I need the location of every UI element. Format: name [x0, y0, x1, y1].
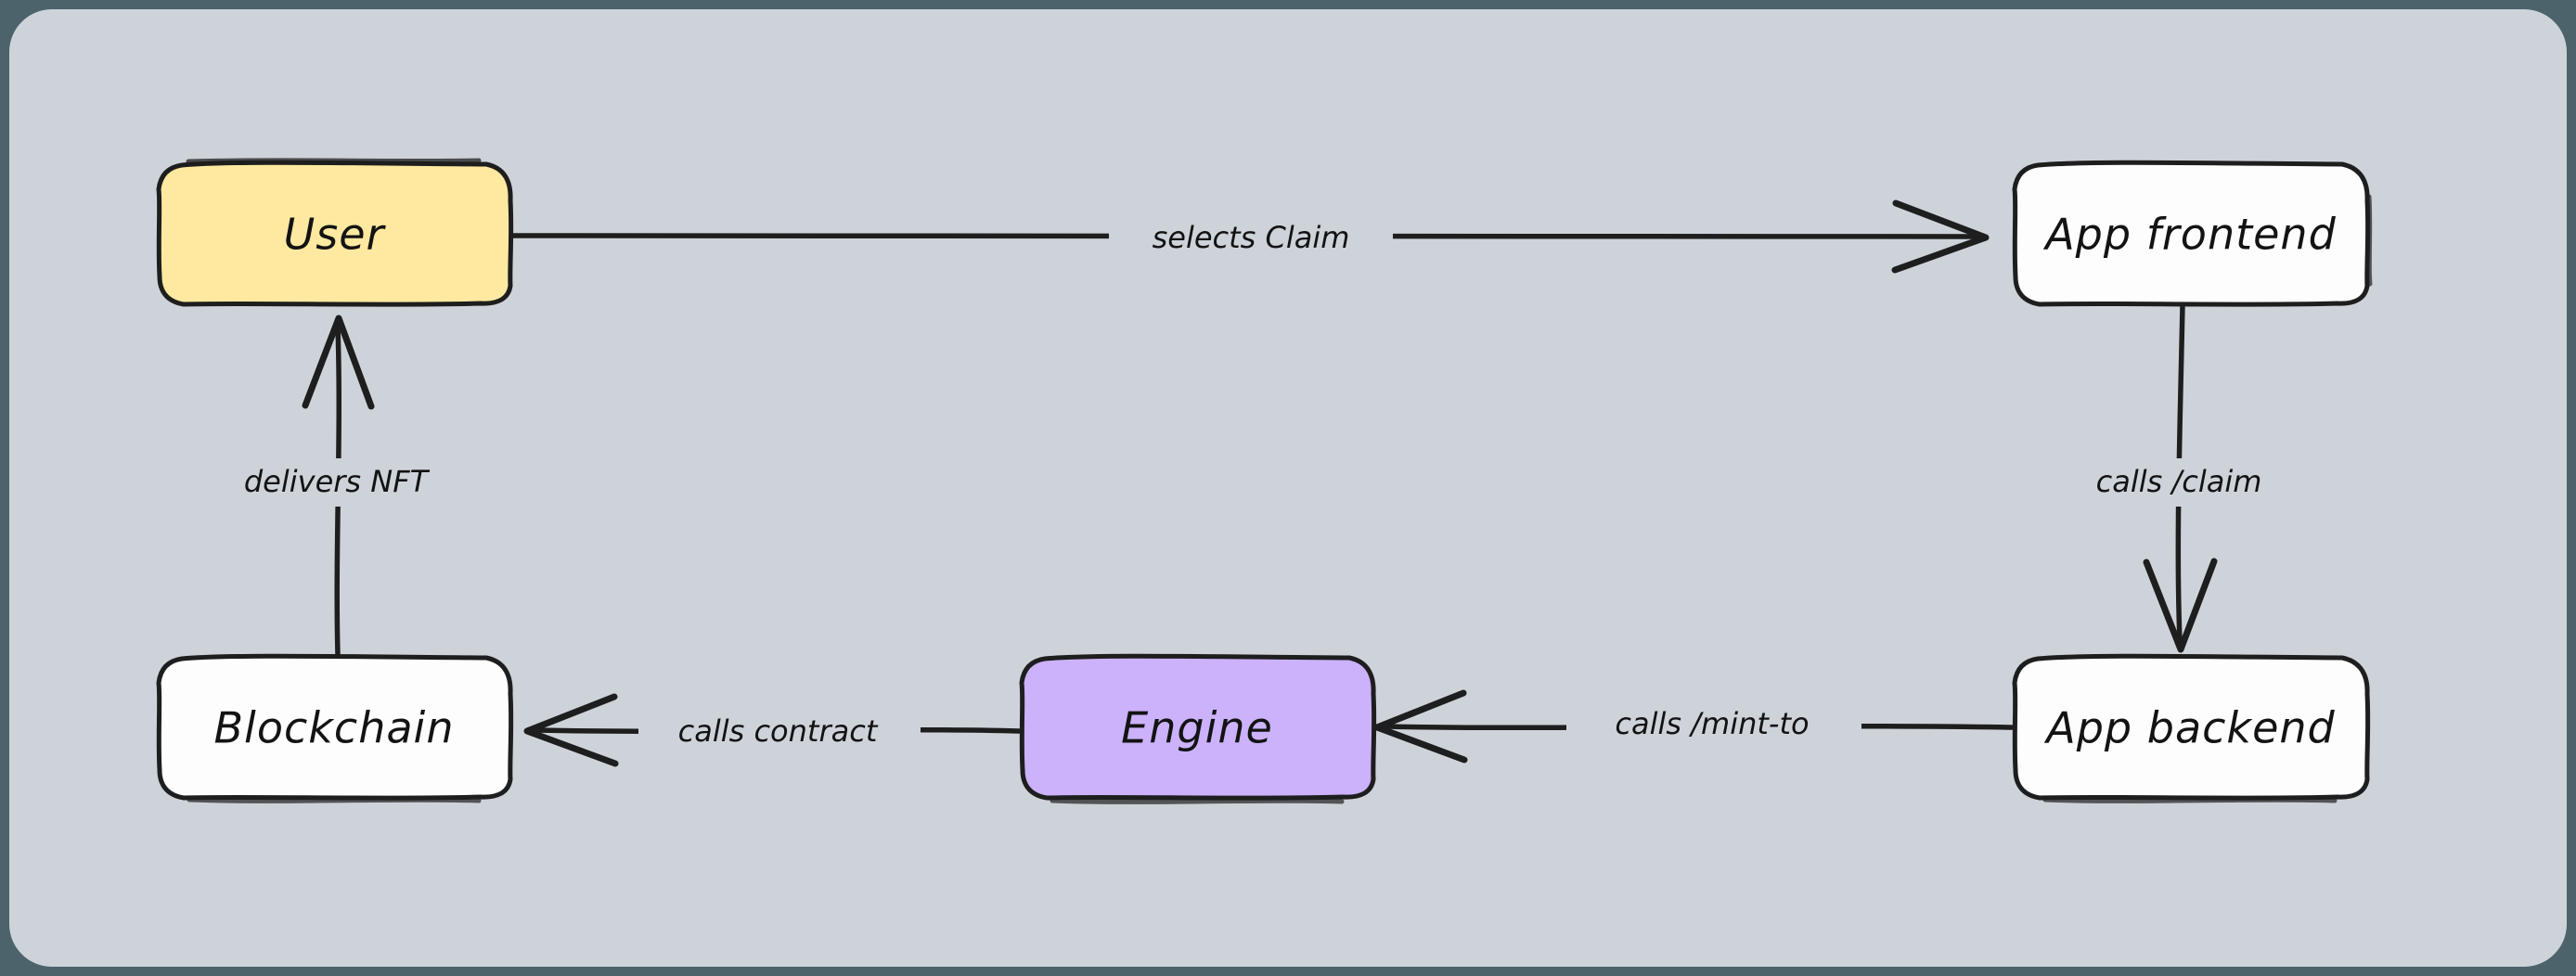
edge-app-frontend-to-app-backend: calls /claim — [2049, 302, 2311, 653]
node-app-frontend[interactable]: App frontend — [2012, 160, 2373, 307]
node-blockchain-shape[interactable] — [156, 653, 514, 801]
edge-label-bg-calls-claim — [2049, 458, 2311, 507]
node-blockchain[interactable]: Blockchain — [156, 653, 514, 803]
arrowhead-left-blockchain — [523, 693, 619, 767]
arrowhead-up-user — [302, 315, 375, 410]
edge-blockchain-to-user: delivers NFT — [202, 315, 473, 658]
edge-label-bg-selects-claim — [1109, 213, 1393, 262]
node-engine[interactable]: Engine — [1019, 653, 1377, 804]
node-app-frontend-sketch-overstroke — [2366, 194, 2373, 287]
node-app-backend[interactable]: App backend — [2012, 653, 2371, 803]
node-user-label: User — [284, 210, 387, 260]
edge-label-selects-claim: selects Claim — [1153, 220, 1350, 255]
node-blockchain-sketch-overstroke — [187, 797, 482, 803]
edge-label-bg-calls-contract — [638, 709, 921, 757]
edge-user-to-app-frontend: selects Claim — [509, 199, 1990, 274]
node-app-frontend-label: App frontend — [2042, 210, 2337, 260]
edge-label-delivers-nft: delivers NFT — [244, 464, 431, 499]
node-user-shape[interactable] — [156, 160, 514, 307]
edge-label-calls-mint-to: calls /mint-to — [1615, 706, 1809, 741]
node-engine-sketch-overstroke — [1050, 798, 1345, 804]
edge-label-calls-contract: calls contract — [678, 713, 879, 749]
node-blockchain-label: Blockchain — [214, 703, 455, 753]
edge-label-bg-delivers-nft — [202, 458, 473, 507]
arrowhead-left-engine — [1373, 689, 1468, 764]
edge-label-calls-claim: calls /claim — [2096, 464, 2262, 499]
arrowhead-right-app-frontend — [1891, 199, 1990, 274]
edge-engine-to-blockchain: calls contract — [523, 693, 1022, 767]
edge-app-backend-to-engine: calls /mint-to — [1373, 689, 2015, 764]
node-app-backend-sketch-overstroke — [2042, 797, 2338, 803]
node-engine-label: Engine — [1121, 703, 1273, 753]
node-app-frontend-shape[interactable] — [2012, 160, 2371, 307]
node-app-backend-shape[interactable] — [2012, 653, 2371, 801]
edge-label-bg-calls-mint-to — [1566, 702, 1861, 751]
node-app-backend-label: App backend — [2043, 703, 2335, 753]
node-user[interactable]: User — [156, 158, 514, 307]
arrowhead-down-app-backend — [2143, 558, 2218, 653]
node-engine-shape[interactable] — [1019, 653, 1377, 801]
